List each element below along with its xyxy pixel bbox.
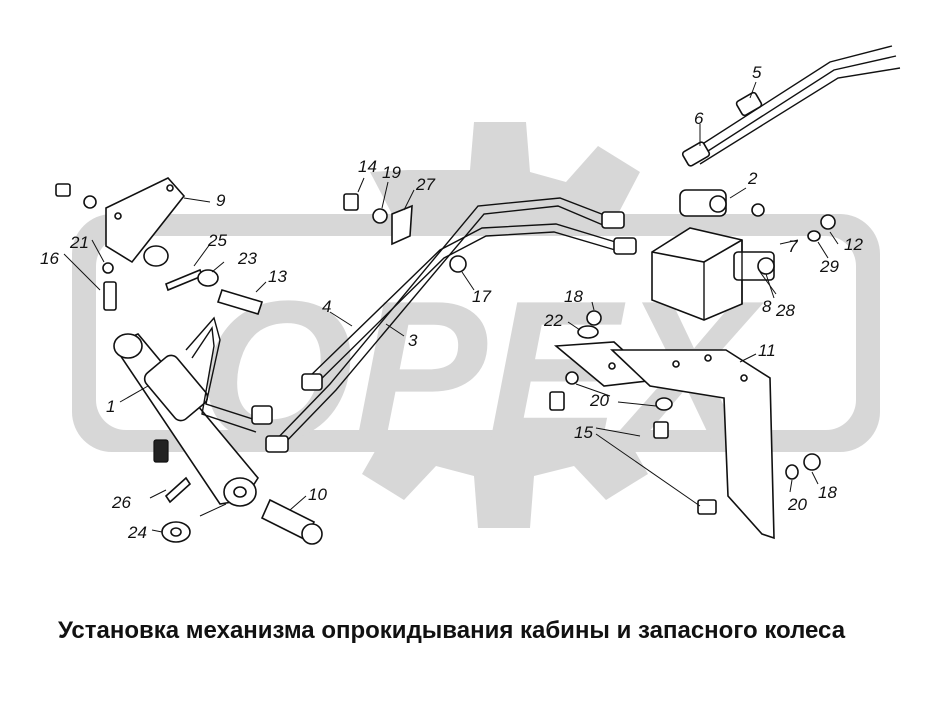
callout-26: 26: [111, 493, 131, 512]
callout-2: 2: [747, 169, 758, 188]
callout-21: 21: [69, 233, 89, 252]
callout-27: 27: [415, 175, 435, 194]
callout-15: 15: [574, 423, 593, 442]
pipe-assembly-top-right: [681, 45, 901, 167]
fasteners: [55, 183, 836, 545]
callout-17: 17: [472, 287, 491, 306]
bracket-11: [553, 341, 775, 540]
callout-29: 29: [819, 257, 839, 276]
callout-19: 19: [382, 163, 401, 182]
callout-20b: 20: [787, 495, 807, 514]
callout-6: 6: [694, 109, 704, 128]
callout-18b: 18: [818, 483, 837, 502]
assembly-diagram: OPEX: [40, 45, 901, 545]
callout-11: 11: [758, 341, 776, 360]
callout-24: 24: [127, 523, 147, 542]
callout-16: 16: [40, 249, 59, 268]
callout-14: 14: [358, 157, 377, 176]
callout-22: 22: [543, 311, 563, 330]
callout-3: 3: [408, 331, 418, 350]
bracket-9: [105, 177, 186, 267]
callout-25: 25: [207, 231, 227, 250]
callout-13: 13: [268, 267, 287, 286]
callout-5: 5: [752, 63, 762, 82]
diagram-caption: Установка механизма опрокидывания кабины…: [58, 617, 846, 644]
callout-9: 9: [216, 191, 226, 210]
callout-12: 12: [844, 235, 863, 254]
callout-10: 10: [308, 485, 327, 504]
callout-1: 1: [106, 397, 115, 416]
callout-18a: 18: [564, 287, 583, 306]
tipping-valve: [651, 189, 775, 321]
callout-labels: 1 2 3 4 5 6 7 8 9 10 11 12 13 14 15 16 1…: [40, 63, 863, 542]
callout-28: 28: [775, 301, 795, 320]
hydraulic-cylinder: [113, 316, 273, 507]
callout-8: 8: [762, 297, 772, 316]
callout-23: 23: [237, 249, 257, 268]
callout-4: 4: [322, 297, 331, 316]
pipes-3-4: [265, 197, 637, 453]
callout-7: 7: [788, 237, 798, 256]
callout-20a: 20: [589, 391, 609, 410]
leader-lines: [63, 81, 839, 533]
